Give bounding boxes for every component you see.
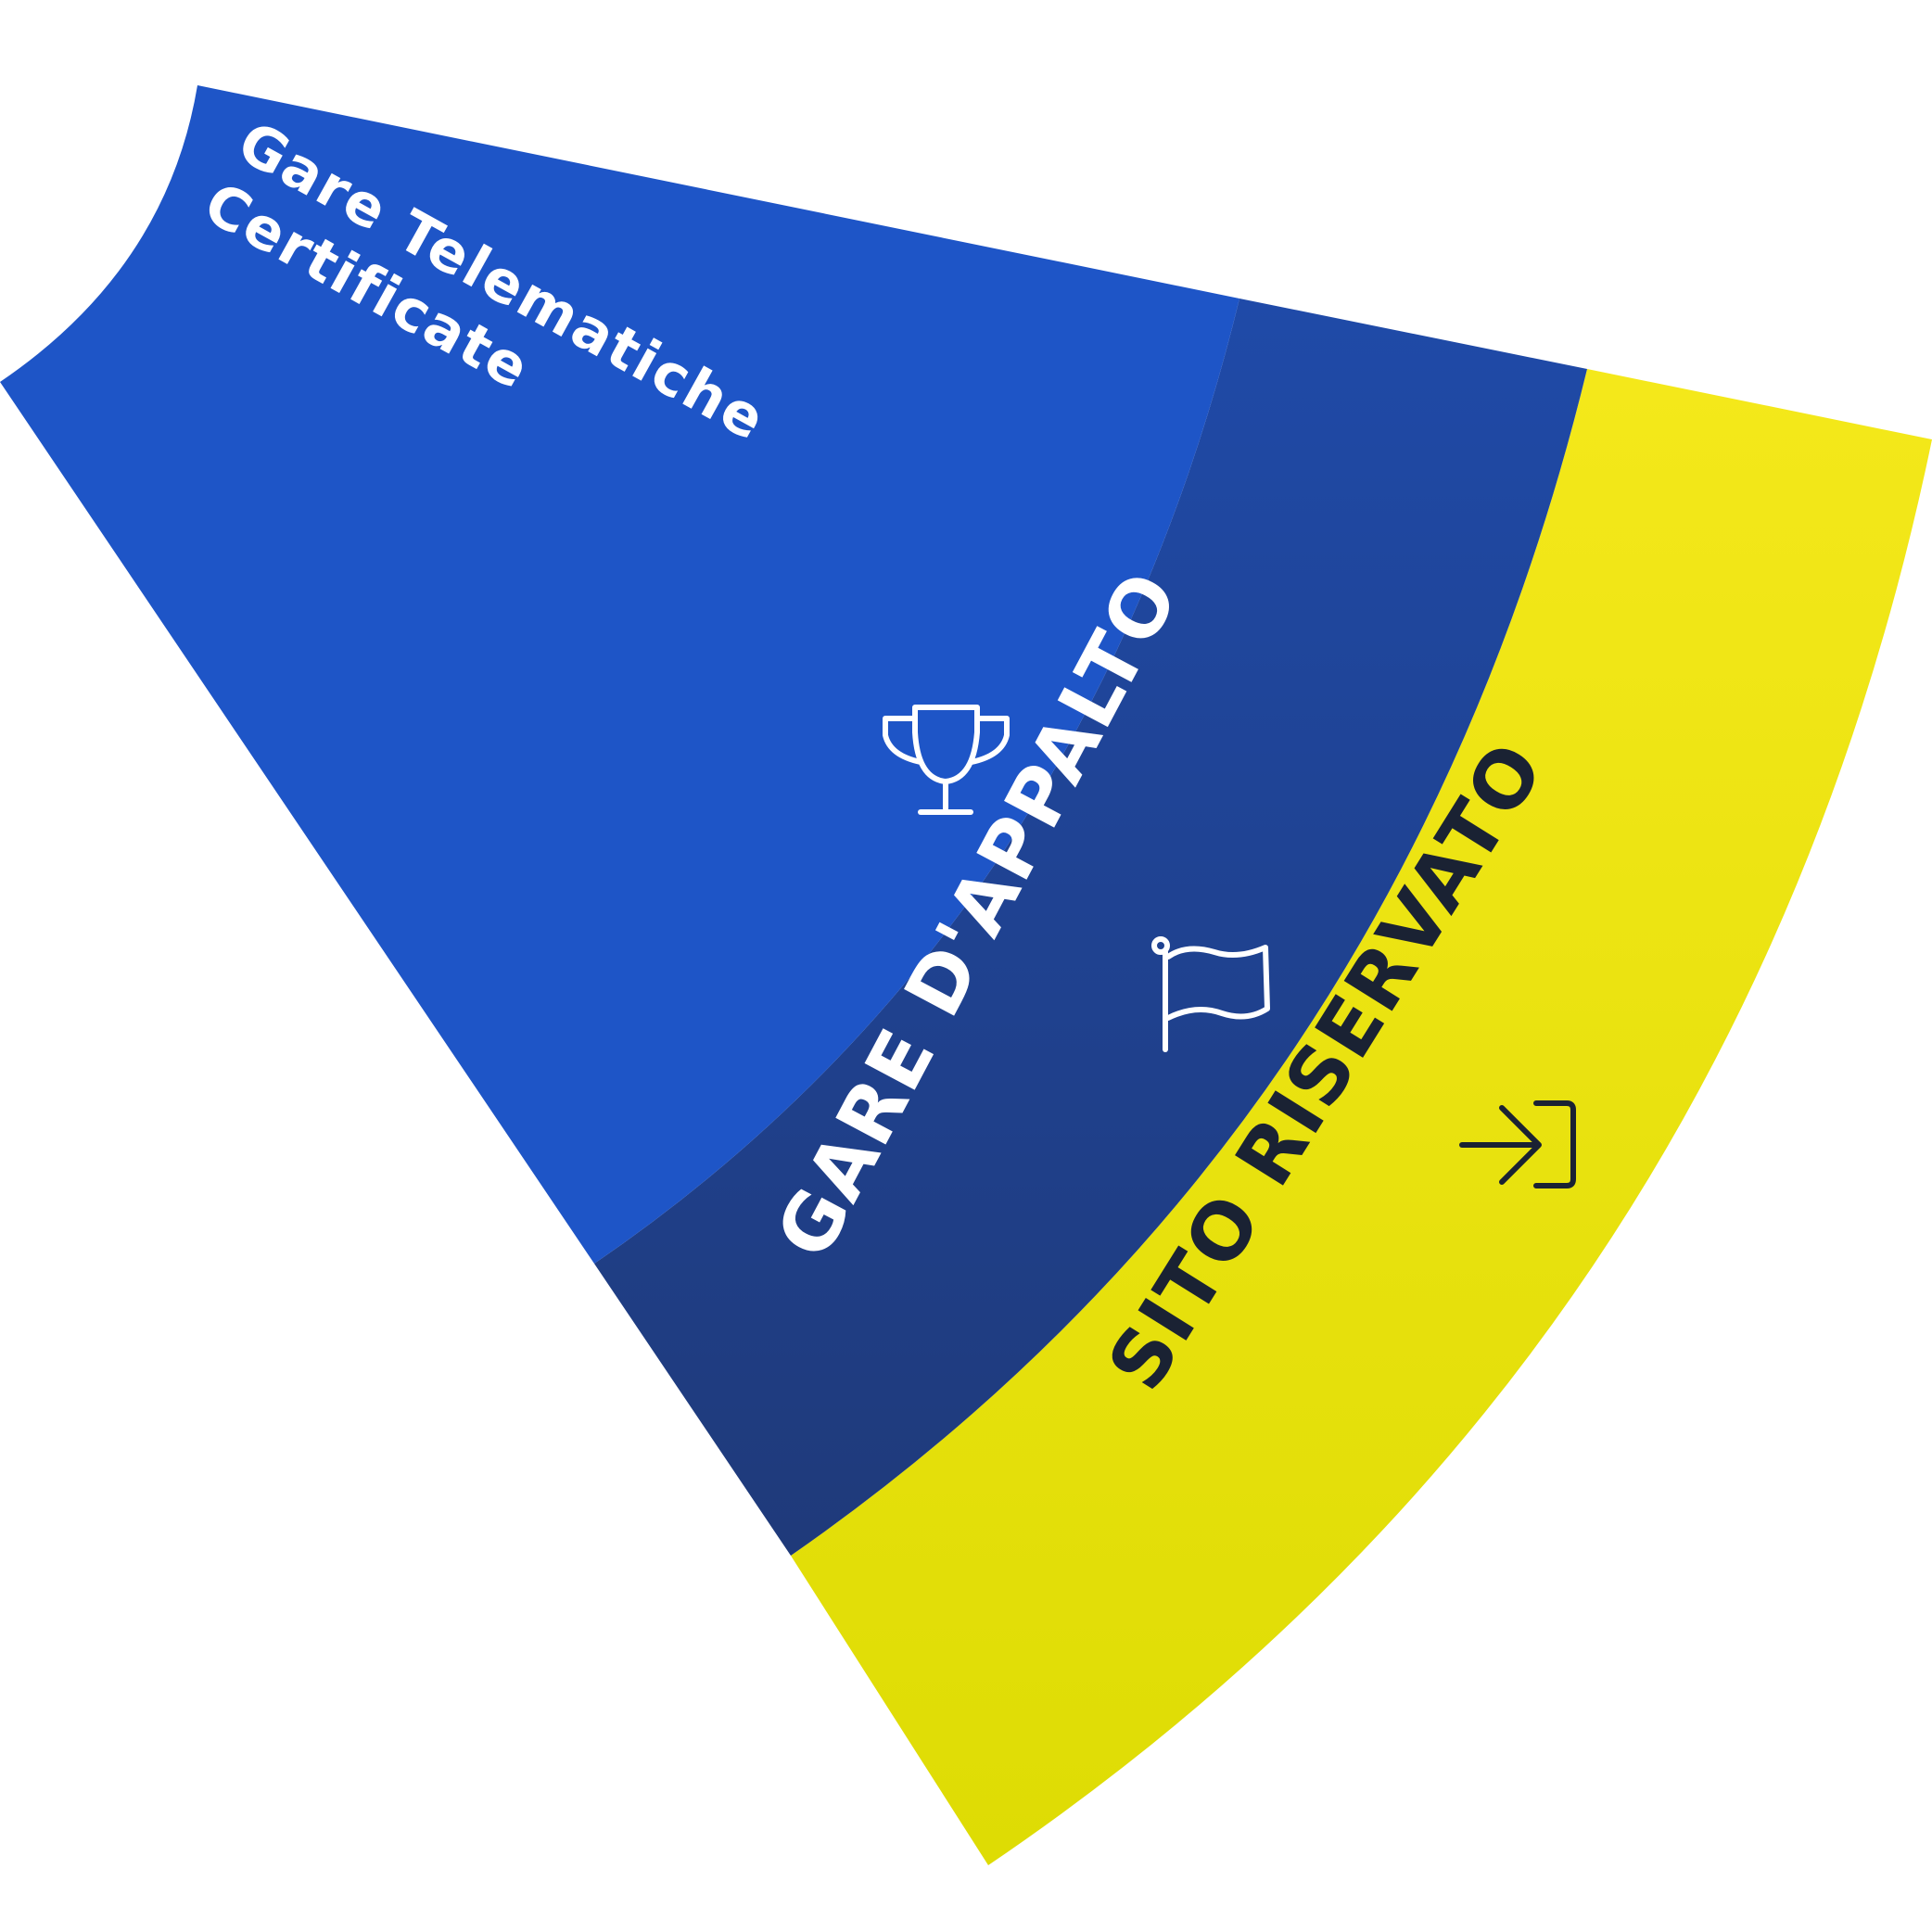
flag-icon xyxy=(1151,936,1270,1052)
segment-inner-gare-telematiche[interactable] xyxy=(0,85,1239,1264)
login-icon xyxy=(1459,1100,1576,1188)
segment-outer-sito-riservato[interactable] xyxy=(791,369,1932,1865)
segment-middle-gare-dappalto[interactable] xyxy=(594,299,1587,1556)
trophy-icon xyxy=(883,705,1010,815)
